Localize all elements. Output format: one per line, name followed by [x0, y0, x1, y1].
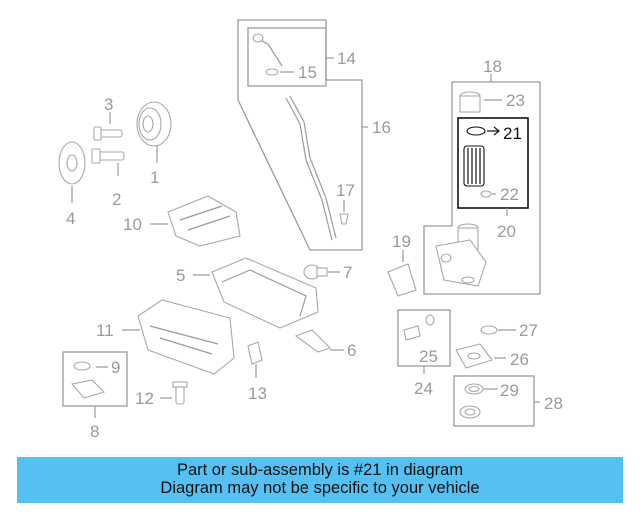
- callout-27: 27: [519, 321, 538, 340]
- callout-14: 14: [337, 49, 356, 68]
- part-10-baffle[interactable]: 10: [123, 195, 241, 247]
- parts-diagram: 1 2 3 4 10 5 7: [58, 19, 563, 441]
- part-24-sensor-assembly[interactable]: 25 24: [397, 309, 451, 398]
- part-5-oil-pan-upper[interactable]: 5: [176, 257, 319, 329]
- part-19-gasket[interactable]: 19: [387, 232, 417, 297]
- callout-17: 17: [336, 181, 355, 200]
- callout-7: 7: [343, 263, 352, 282]
- part-11-oil-pan-lower[interactable]: 11: [96, 299, 235, 375]
- callout-26: 26: [510, 350, 529, 369]
- callout-16: 16: [372, 118, 391, 137]
- callout-24: 24: [414, 379, 433, 398]
- part-22-o-ring[interactable]: 22: [480, 185, 519, 204]
- callout-19: 19: [392, 232, 411, 251]
- part-23-filter-cap[interactable]: 23: [459, 91, 525, 113]
- banner-line-2: Diagram may not be specific to your vehi…: [160, 479, 480, 497]
- callout-2: 2: [112, 190, 121, 209]
- callout-21: 21: [503, 124, 522, 143]
- part-13-bracket[interactable]: 13: [247, 341, 267, 403]
- part-28-seal-kit[interactable]: 29 28: [453, 375, 563, 427]
- part-2-bolt[interactable]: 2: [91, 148, 125, 209]
- callout-15: 15: [298, 63, 317, 82]
- callout-18: 18: [483, 57, 502, 76]
- part-20-filter-housing[interactable]: 20: [435, 208, 516, 287]
- callout-9: 9: [111, 358, 120, 377]
- part-1-crank-pulley[interactable]: 1: [136, 101, 172, 187]
- callout-29: 29: [500, 381, 519, 400]
- callout-25: 25: [419, 347, 438, 366]
- part-7-plug[interactable]: 7: [303, 263, 352, 282]
- banner-line-1: Part or sub-assembly is #21 in diagram: [176, 461, 464, 479]
- callout-12: 12: [135, 389, 154, 408]
- part-3-bolt[interactable]: 3: [93, 95, 123, 141]
- callout-23: 23: [506, 91, 525, 110]
- part-6-gasket[interactable]: 6: [294, 329, 356, 360]
- callout-22: 22: [500, 185, 519, 204]
- part-21-filter-element[interactable]: 21: [457, 117, 529, 209]
- callout-6: 6: [347, 341, 356, 360]
- callout-4: 4: [66, 209, 75, 228]
- part-27-o-ring[interactable]: 27: [480, 321, 538, 340]
- part-26-oil-cooler[interactable]: 26: [455, 343, 529, 369]
- info-banner: Part or sub-assembly is #21 in diagram D…: [17, 457, 623, 503]
- callout-13: 13: [248, 384, 267, 403]
- part-17-clip[interactable]: 17: [336, 181, 355, 225]
- part-4-pulley[interactable]: 4: [58, 141, 86, 228]
- callout-20: 20: [497, 222, 516, 241]
- callout-1: 1: [150, 168, 159, 187]
- part-14-dipstick[interactable]: 14 15: [247, 27, 356, 87]
- part-12-drain-bolt[interactable]: 12: [135, 381, 188, 408]
- part-16-dipstick-tube[interactable]: 16: [237, 19, 391, 251]
- callout-8: 8: [90, 422, 99, 441]
- callout-11: 11: [96, 321, 114, 340]
- part-8-sensor-assembly[interactable]: 9 8: [62, 351, 128, 441]
- callout-10: 10: [123, 215, 142, 234]
- callout-5: 5: [176, 266, 185, 285]
- callout-28: 28: [544, 394, 563, 413]
- part-18-filter-housing-assembly[interactable]: 18: [423, 57, 541, 295]
- callout-3: 3: [104, 95, 113, 114]
